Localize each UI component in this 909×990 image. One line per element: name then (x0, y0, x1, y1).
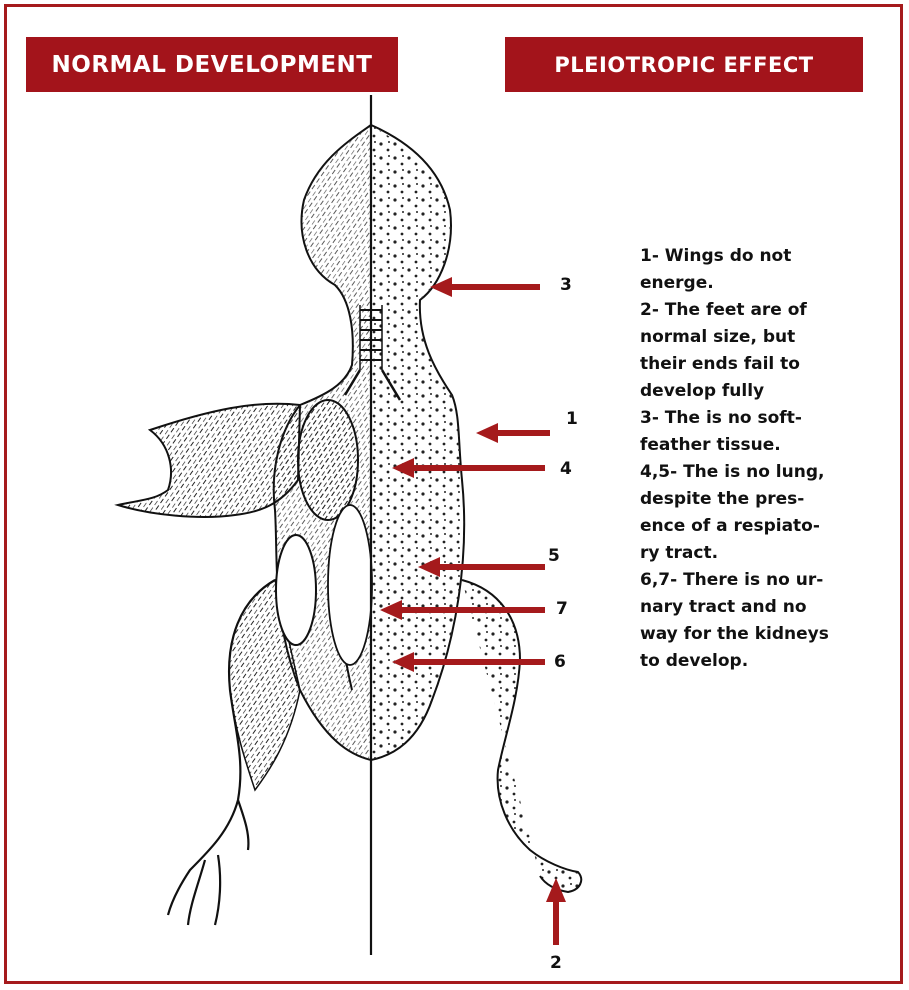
pointer-label-1: 1 (566, 409, 578, 429)
legend-item-6-7: 6,7- There is no ur- nary tract and no w… (640, 567, 880, 675)
pointer-label-7: 7 (556, 599, 568, 619)
pointer-label-5: 5 (548, 546, 560, 566)
legend-item-4-5: 4,5- The is no lung, despite the pres- e… (640, 459, 880, 567)
left-leg (168, 580, 300, 925)
pointer-label-4: 4 (560, 459, 572, 479)
pointer-arrow-1 (476, 423, 550, 443)
pointer-label-3: 3 (560, 275, 572, 295)
legend-item-2: 2- The feet are of normal size, but thei… (640, 297, 880, 405)
pointer-label-6: 6 (554, 652, 566, 672)
left-wing (118, 404, 300, 517)
right-leg (462, 580, 581, 892)
legend-list: 1- Wings do not energe. 2- The feet are … (640, 243, 880, 675)
legend-item-3: 3- The is no soft- feather tissue. (640, 405, 880, 459)
pointer-label-2: 2 (550, 953, 562, 973)
pointer-arrow-5 (418, 557, 545, 577)
legend-item-1: 1- Wings do not energe. (640, 243, 880, 297)
pointer-arrow-3 (430, 277, 540, 297)
